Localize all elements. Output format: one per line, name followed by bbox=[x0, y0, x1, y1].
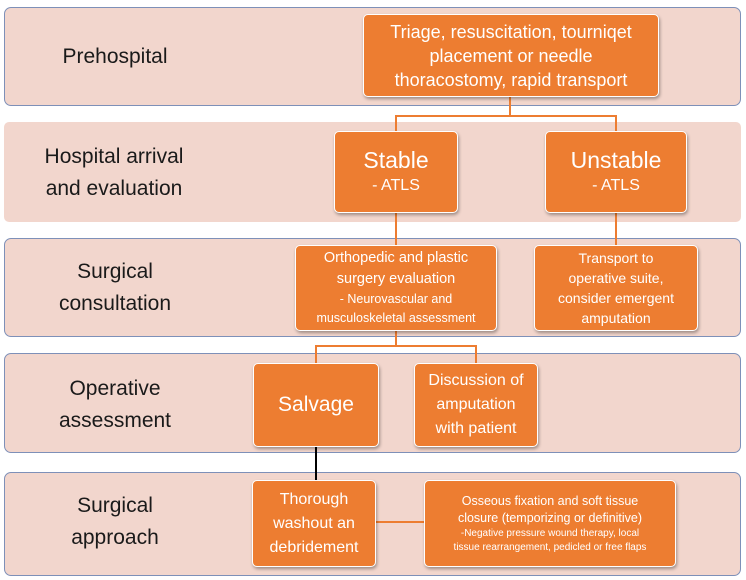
stage-label-prehospital: Prehospital bbox=[62, 45, 168, 68]
box-washout-debridement: Thorough washout an debridement bbox=[252, 480, 376, 567]
box-osseous-sub: -Negative pressure wound therapy, local … bbox=[453, 527, 647, 553]
box-washout-text: Thorough washout an debridement bbox=[269, 490, 359, 556]
stage-label-hospital-arrival: Hospital arrival and evaluation bbox=[44, 145, 184, 200]
box-ortho-title: Orthopedic and plastic surgery evaluatio… bbox=[323, 250, 469, 287]
box-stable: Stable - ATLS bbox=[334, 131, 458, 213]
connector-to-discussion bbox=[396, 345, 477, 364]
box-ortho-sub: - Neurovascular and musculoskeletal asse… bbox=[316, 292, 476, 325]
box-discussion-amputation: Discussion of amputation with patient bbox=[414, 363, 538, 447]
box-osseous-fixation: Osseous fixation and soft tissue closure… bbox=[424, 480, 676, 567]
box-osseous-title: Osseous fixation and soft tissue closure… bbox=[457, 493, 643, 525]
box-transport: Transport to operative suite, consider e… bbox=[534, 245, 698, 331]
box-discussion-text: Discussion of amputation with patient bbox=[428, 372, 524, 437]
connector-prehospital-split bbox=[395, 97, 511, 132]
connector-to-unstable bbox=[510, 115, 617, 132]
stage-label-surgical-consultation: Surgical consultation bbox=[58, 260, 172, 315]
box-prehospital-care: Triage, resuscitation, tourniqet placeme… bbox=[363, 14, 659, 97]
box-salvage-text: Salvage bbox=[278, 393, 354, 416]
box-transport-text: Transport to operative suite, consider e… bbox=[558, 250, 674, 326]
box-unstable: Unstable - ATLS bbox=[545, 131, 687, 213]
box-prehospital-text: Triage, resuscitation, tourniqet placeme… bbox=[390, 21, 632, 90]
connector-ortho-split bbox=[315, 330, 397, 364]
box-unstable-sub: - ATLS bbox=[592, 177, 640, 194]
stage-label-surgical-approach: Surgical approach bbox=[71, 494, 159, 549]
box-stable-title: Stable bbox=[363, 147, 429, 173]
box-stable-sub: - ATLS bbox=[372, 177, 420, 194]
box-salvage: Salvage bbox=[253, 363, 379, 447]
stage-label-operative-assessment: Operative assessment bbox=[58, 377, 172, 432]
box-ortho-plastic-evaluation: Orthopedic and plastic surgery evaluatio… bbox=[295, 245, 497, 331]
box-unstable-title: Unstable bbox=[570, 147, 662, 173]
